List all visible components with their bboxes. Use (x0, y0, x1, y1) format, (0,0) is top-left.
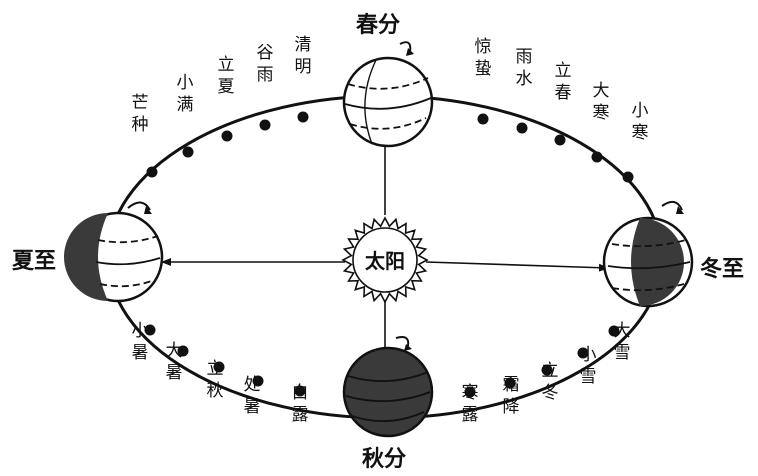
label-term-shuangjiang: 霜降 (503, 375, 520, 417)
label-winter-solstice: 冬至 (700, 256, 744, 282)
sun-icon (341, 216, 429, 304)
label-summer-solstice: 夏至 (12, 249, 56, 274)
label-term-lichun: 立春 (555, 61, 572, 103)
solar-term-dots (144, 111, 634, 398)
dot-dashu (177, 345, 189, 357)
dot-lidong (541, 364, 553, 376)
dot-bailu (294, 385, 306, 397)
label-spring-equinox: 春分 (356, 13, 400, 38)
dot-jingzhe (477, 113, 489, 125)
label-term-qingming: 清明 (295, 35, 312, 77)
label-term-liqiu: 立秋 (207, 359, 224, 401)
earth-spring-icon (342, 41, 434, 148)
label-term-lixia: 立夏 (218, 55, 235, 97)
label-term-jingzhe: 惊蛰 (475, 37, 492, 79)
dot-shuangjiang (504, 377, 516, 389)
dot-xiaoxue (577, 347, 589, 359)
dot-liqiu (213, 361, 225, 373)
earth-summer-icon (64, 201, 164, 303)
dot-lixia (221, 130, 233, 142)
label-term-dahan: 大寒 (593, 81, 610, 123)
dot-qingming (297, 111, 309, 123)
label-term-dashu: 大暑 (166, 341, 183, 383)
label-term-chushu: 处暑 (244, 375, 261, 417)
label-term-xiaoxue: 小雪 (580, 345, 597, 387)
dot-xiaohan (622, 171, 634, 183)
label-term-bailu: 白露 (292, 383, 309, 425)
dot-daxue (608, 325, 620, 337)
dot-mangzhong (146, 166, 158, 178)
sun-label: 太阳 (365, 249, 405, 273)
dot-yushui (516, 122, 528, 134)
dot-dahan (591, 151, 603, 163)
dot-guyu (259, 119, 271, 131)
arrow-to-winter (425, 261, 609, 272)
earth-autumn-icon (342, 336, 434, 438)
label-term-xiaoman: 小满 (177, 73, 194, 115)
label-term-xiaoshu: 小暑 (132, 321, 149, 363)
label-term-mangzhong: 芒种 (132, 93, 149, 135)
label-term-guyu: 谷雨 (257, 43, 274, 85)
label-autumn-equinox: 秋分 (362, 447, 406, 472)
dot-hanlu (464, 386, 476, 398)
label-term-yushui: 雨水 (516, 47, 533, 89)
dot-lichun (554, 134, 566, 146)
label-term-hanlu: 寒露 (462, 383, 479, 425)
earth-winter-icon (602, 200, 694, 308)
label-term-daxue: 大雪 (614, 321, 631, 363)
label-term-lidong: 立冬 (542, 361, 559, 403)
label-term-xiaohan: 小寒 (632, 101, 649, 143)
dot-xiaoman (182, 146, 194, 158)
dot-chushu (252, 375, 264, 387)
dot-xiaoshu (144, 324, 156, 336)
